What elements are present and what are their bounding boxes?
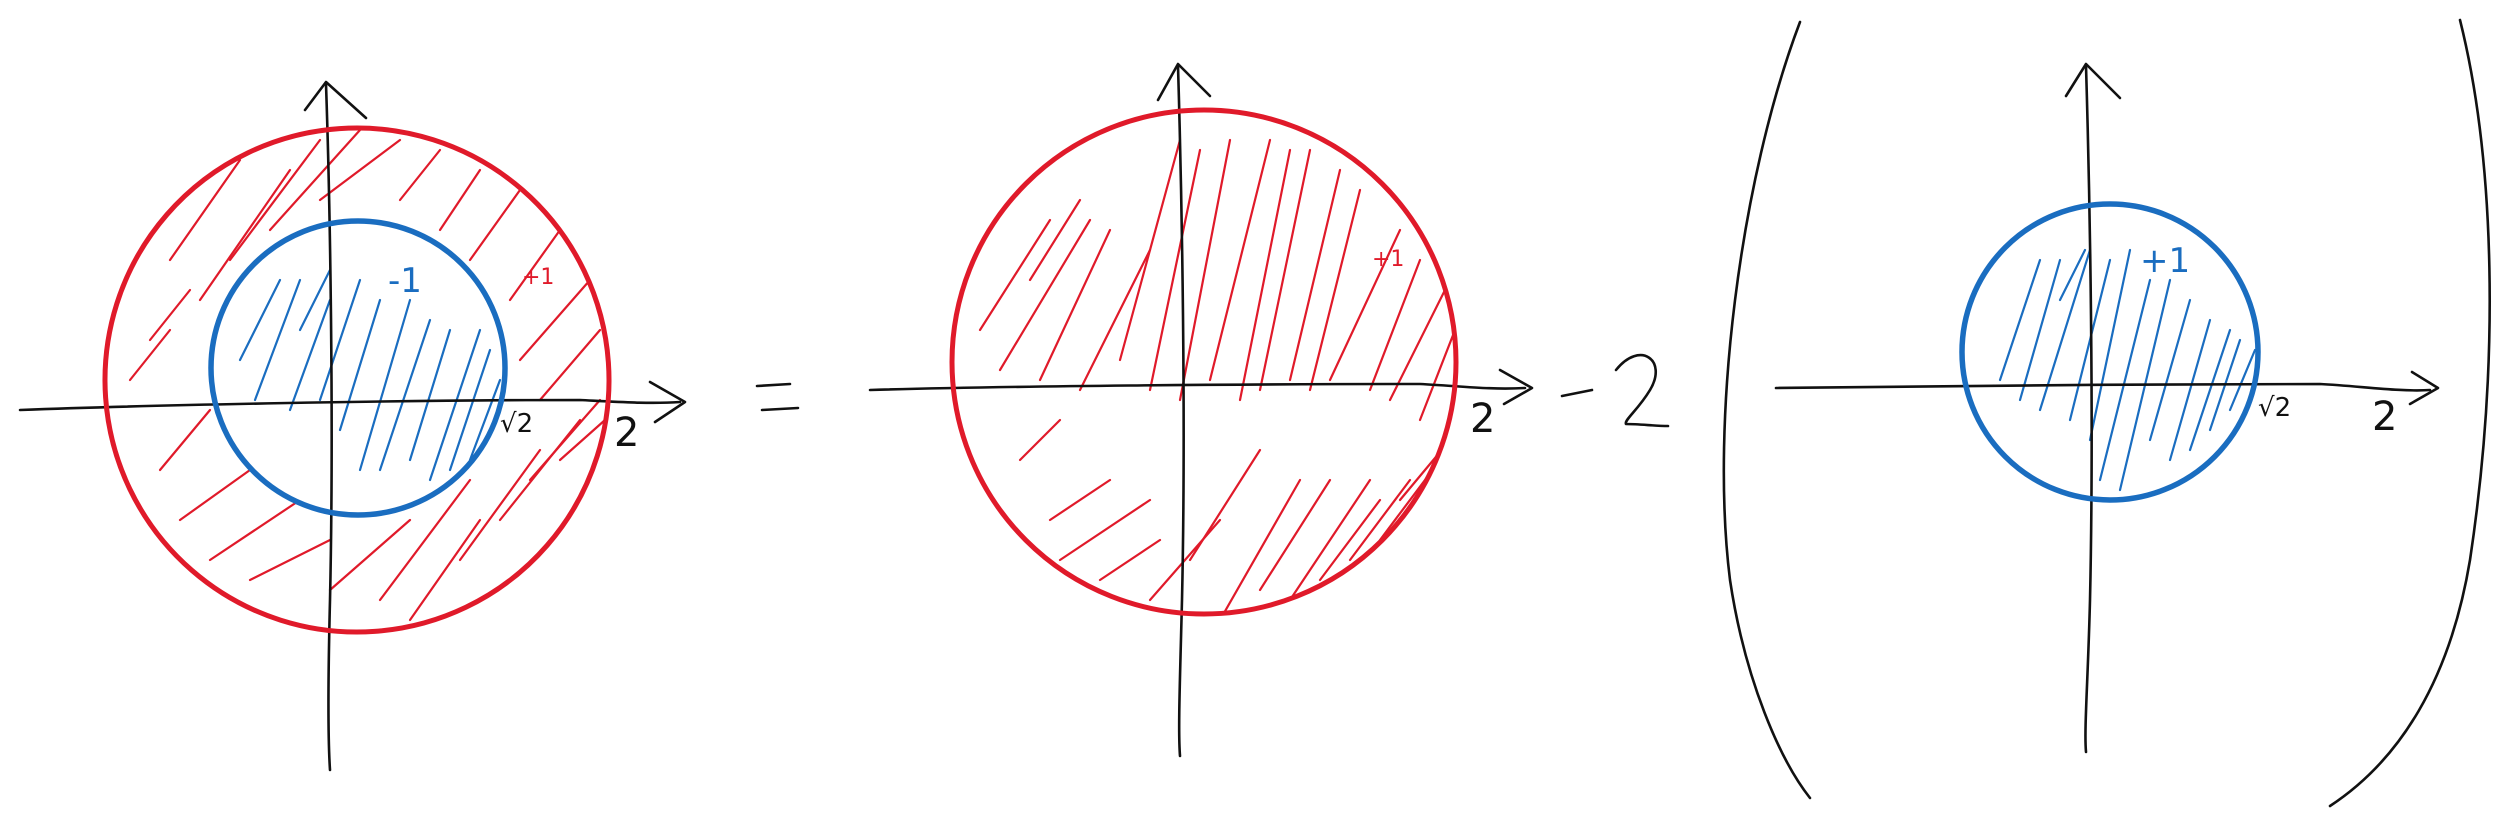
left-blue-hatching — [238, 268, 502, 482]
middle-y-axis — [1176, 64, 1185, 758]
right-blue-circle — [1959, 201, 2261, 503]
left-label-sqrt2: √2 — [500, 409, 533, 439]
right-label-plus-one: +1 — [2140, 241, 2190, 281]
right-label-sqrt2: √2 — [2258, 393, 2291, 423]
middle-label-two: 2 — [1470, 396, 1495, 442]
middle-label-plus-one: +1 — [1372, 247, 1404, 272]
middle-diagram: +1 2 — [868, 62, 1534, 758]
middle-red-hatching — [978, 138, 1456, 614]
right-x-axis — [1774, 382, 2432, 392]
minus-two: -2 — [1560, 353, 1670, 428]
middle-red-circle — [949, 107, 1459, 617]
right-x-arrowhead — [2408, 370, 2440, 406]
right-diagram: +1 √2 2 — [1774, 62, 2440, 754]
left-label-plus-one: +1 — [522, 265, 554, 290]
left-parenthesis — [1722, 20, 1812, 800]
left-x-axis — [18, 398, 682, 412]
left-x-arrowhead — [648, 380, 687, 424]
equals-sign: = — [755, 382, 800, 412]
left-y-axis — [324, 82, 333, 772]
left-blue-circle — [208, 218, 508, 518]
middle-y-arrowhead — [1156, 62, 1212, 102]
left-red-hatching — [128, 128, 607, 622]
left-label-minus-one: -1 — [388, 261, 422, 301]
right-label-two: 2 — [2372, 394, 2397, 440]
left-red-circle — [102, 125, 612, 635]
right-blue-hatching — [1998, 248, 2257, 492]
left-diagram: -1 +1 √2 2 — [18, 80, 687, 772]
middle-x-axis — [868, 382, 1527, 392]
right-y-arrowhead — [2064, 62, 2122, 100]
left-label-two: 2 — [614, 410, 639, 456]
right-parenthesis — [2328, 18, 2491, 808]
left-y-arrowhead — [303, 80, 368, 120]
right-y-axis — [2084, 64, 2093, 754]
middle-x-arrowhead — [1498, 368, 1534, 406]
